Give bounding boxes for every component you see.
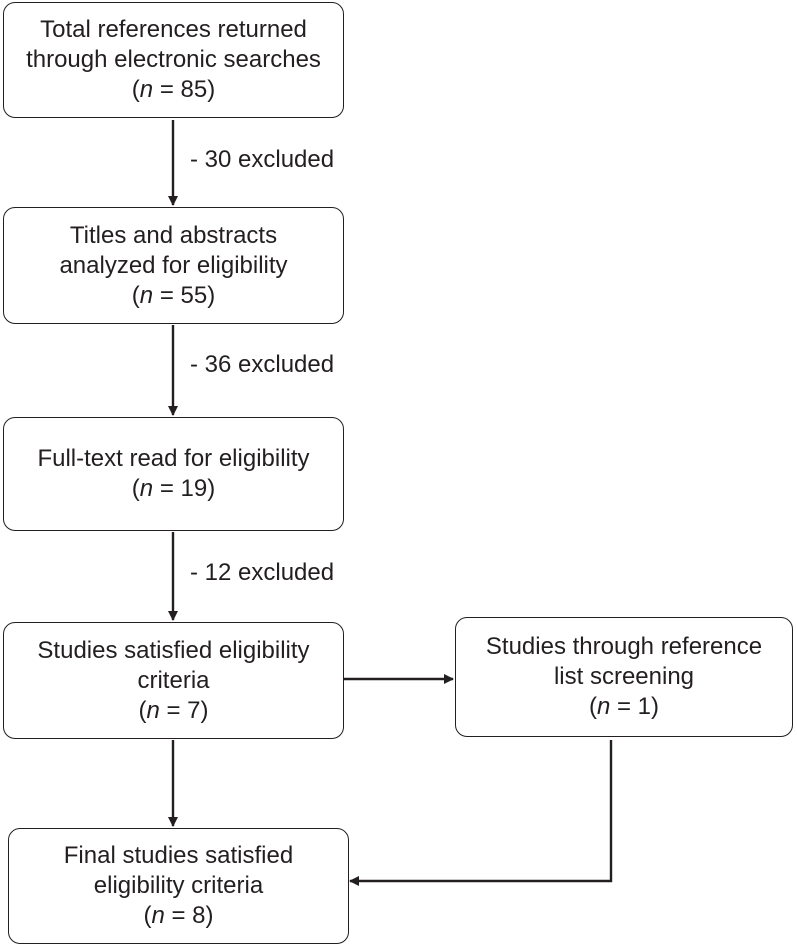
box-total-line1: Total references returned — [40, 16, 307, 43]
box-satisfied-count: (n = 7) — [138, 696, 209, 724]
box-titles-line2: analyzed for eligibility — [59, 251, 288, 279]
box-final-count: (n = 8) — [143, 902, 214, 929]
exclusion-label-second: - 36 excluded — [190, 351, 335, 378]
box-total-line2: through electronic searches — [26, 46, 321, 73]
box-satisfied-line1: Studies satisfied eligibility — [37, 636, 310, 664]
box-final-line1: Final studies satisfied — [63, 842, 294, 869]
box-final-studies: Final studies satisfied eligibility crit… — [8, 828, 349, 944]
box-final-line2: eligibility criteria — [93, 872, 264, 899]
box-studies-satisfied: Studies satisfied eligibility criteria (… — [3, 622, 344, 739]
box-fulltext-count: (n = 19) — [131, 475, 216, 502]
box-total-references: Total references returned through electr… — [3, 2, 344, 118]
box-full-text: Full-text read for eligibility (n = 19) — [3, 417, 344, 531]
box-titles-abstracts: Titles and abstracts analyzed for eligib… — [3, 207, 344, 324]
box-reference-line2: list screening — [553, 663, 695, 690]
exclusion-label-first: - 30 excluded — [190, 146, 335, 173]
box-reference-screening: Studies through reference list screening… — [455, 617, 793, 737]
arrow-reference-to-final — [349, 740, 613, 886]
box-titles-count: (n = 55) — [131, 281, 216, 309]
box-reference-line1: Studies through reference — [485, 633, 763, 660]
box-total-count: (n = 85) — [131, 76, 216, 103]
box-titles-line1: Titles and abstracts — [69, 221, 278, 249]
box-reference-count: (n = 1) — [588, 693, 660, 720]
box-satisfied-line2: criteria — [137, 666, 210, 694]
exclusion-label-third: - 12 excluded — [190, 559, 335, 586]
box-fulltext-line1: Full-text read for eligibility — [37, 445, 310, 472]
